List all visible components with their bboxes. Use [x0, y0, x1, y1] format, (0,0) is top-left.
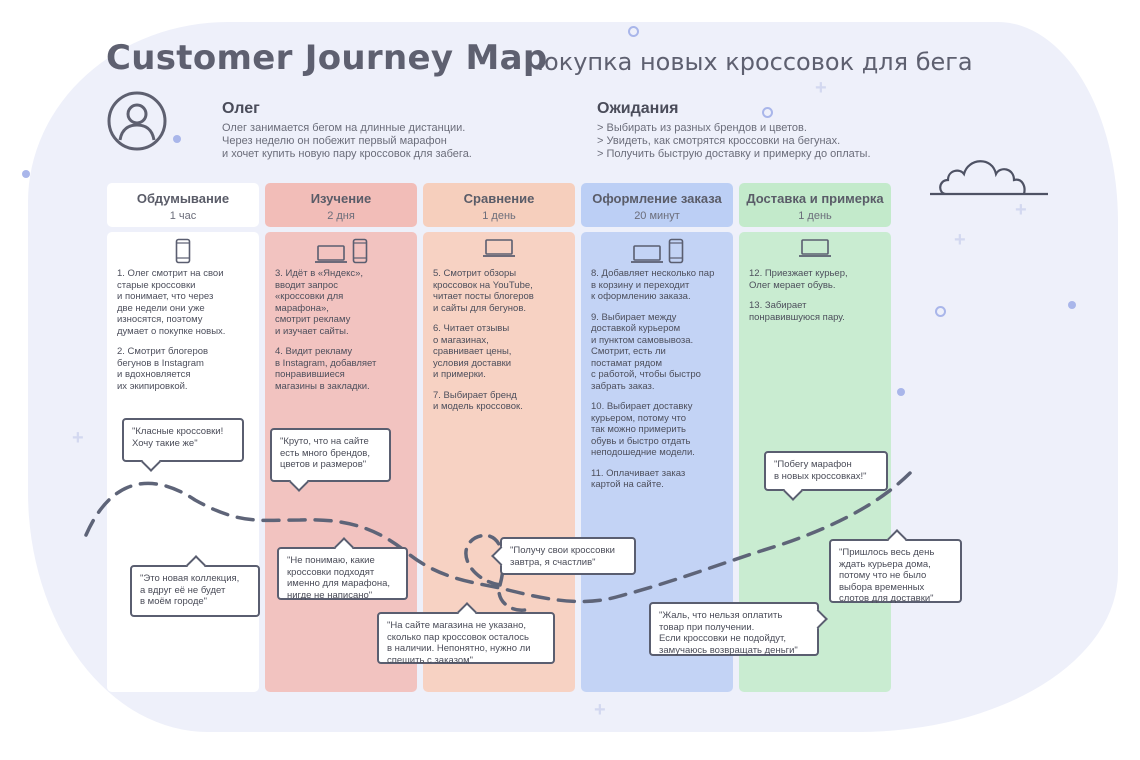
- stage-column-checkout: 8. Добавляет несколько пар в корзину и п…: [581, 232, 733, 692]
- stage-header-consideration: Обдумывание 1 час: [107, 183, 259, 227]
- decor-plus: +: [72, 427, 84, 449]
- user-avatar-icon: [107, 91, 167, 151]
- decor-dot: [22, 170, 30, 178]
- stage-duration: 2 дня: [327, 210, 355, 222]
- laptop-icon: [314, 245, 347, 263]
- stage-name: Изучение: [310, 191, 372, 206]
- decor-plus: +: [954, 229, 966, 251]
- stage-header-comparison: Сравнение 1 день: [423, 183, 575, 227]
- phone-icon: [668, 238, 684, 264]
- journey-step: 9. Выбирает между доставкой курьером и п…: [591, 311, 701, 392]
- journey-step: 5. Смотрит обзоры кроссовок на YouTube, …: [433, 268, 534, 314]
- expectations-title: Ожидания: [597, 100, 679, 117]
- journey-step: 12. Приезжает курьер, Олег мерает обувь.: [749, 268, 848, 291]
- page-subtitle: Покупка новых кроссовок для бега: [526, 48, 973, 76]
- stage-header-checkout: Оформление заказа 20 минут: [581, 183, 733, 227]
- decor-plus: +: [1015, 199, 1027, 221]
- stage-name: Обдумывание: [136, 191, 230, 206]
- decor-plus: +: [594, 699, 606, 721]
- cloud-icon: [930, 160, 1048, 196]
- quote-bubble: "Круто, что на сайте есть много брендов,…: [270, 428, 391, 482]
- expectation-item: > Выбирать из разных брендов и цветов.: [597, 122, 807, 134]
- quote-bubble: "Пришлось весь день ждать курьера дома, …: [829, 539, 962, 604]
- quote-bubble: "Это новая коллекция, а вдруг её не буде…: [130, 565, 260, 617]
- decor-plus: +: [815, 77, 827, 99]
- quote-bubble: "Побегу марафон в новых кроссовках!": [764, 451, 888, 491]
- laptop-icon: [630, 245, 663, 263]
- decor-dot: [897, 388, 905, 396]
- stage-name: Сравнение: [463, 191, 535, 206]
- stage-header-delivery: Доставка и примерка 1 день: [739, 183, 891, 227]
- phone-icon: [175, 238, 191, 264]
- stage-duration: 1 час: [169, 210, 197, 222]
- decor-dot: [1068, 301, 1076, 309]
- page-title: Customer Journey Map: [106, 38, 548, 78]
- stage-name: Доставка и примерка: [746, 191, 884, 206]
- decor-ring: [762, 107, 773, 118]
- decor-dot: [173, 135, 181, 143]
- journey-step: 1. Олег смотрит на свои старые кроссовки…: [117, 268, 226, 337]
- persona-description: Олег занимается бегом на длинные дистанц…: [222, 122, 472, 160]
- quote-bubble: "Не понимаю, какие кроссовки подходят им…: [277, 547, 408, 601]
- journey-step: 6. Читает отзывы о магазинах, сравнивает…: [433, 323, 512, 380]
- stage-duration: 20 минут: [634, 210, 680, 222]
- quote-bubble: "Получу свои кроссовки завтра, я счастли…: [500, 537, 636, 575]
- journey-step: 2. Смотрит блогеров бегунов в Instagram …: [117, 346, 209, 392]
- decor-ring: [935, 306, 946, 317]
- journey-step: 7. Выбирает бренд и модель кроссовок.: [433, 389, 523, 413]
- stage-duration: 1 день: [482, 210, 516, 222]
- expectation-item: > Увидеть, как смотрятся кроссовки на бе…: [597, 135, 841, 147]
- persona-name: Олег: [222, 100, 260, 117]
- journey-step: 11. Оплачивает заказ картой на сайте.: [591, 467, 686, 491]
- expectation-item: > Получить быструю доставку и примерку д…: [597, 148, 871, 160]
- journey-step: 10. Выбирает доставку курьером, потому ч…: [591, 401, 695, 458]
- laptop-icon: [483, 239, 515, 257]
- journey-step: 3. Идёт в «Яндекс», вводит запрос «кросс…: [275, 268, 364, 337]
- journey-step: 13. Забирает понравившуюся пару.: [749, 300, 845, 323]
- quote-bubble: "Жаль, что нельзя оплатить товар при пол…: [649, 602, 819, 656]
- decor-ring: [628, 26, 639, 37]
- stage-name: Оформление заказа: [592, 191, 722, 206]
- expectations-list: > Выбирать из разных брендов и цветов. >…: [597, 122, 937, 161]
- laptop-icon: [799, 239, 831, 257]
- stage-duration: 1 день: [798, 210, 832, 222]
- stage-header-research: Изучение 2 дня: [265, 183, 417, 227]
- journey-step: 8. Добавляет несколько пар в корзину и п…: [591, 268, 715, 302]
- quote-bubble: "На сайте магазина не указано, сколько п…: [377, 612, 555, 666]
- phone-icon: [352, 238, 368, 264]
- journey-step: 4. Видит рекламу в Instagram, добавляет …: [275, 346, 377, 392]
- quote-bubble: "Класные кроссовки! Хочу такие же": [122, 418, 244, 462]
